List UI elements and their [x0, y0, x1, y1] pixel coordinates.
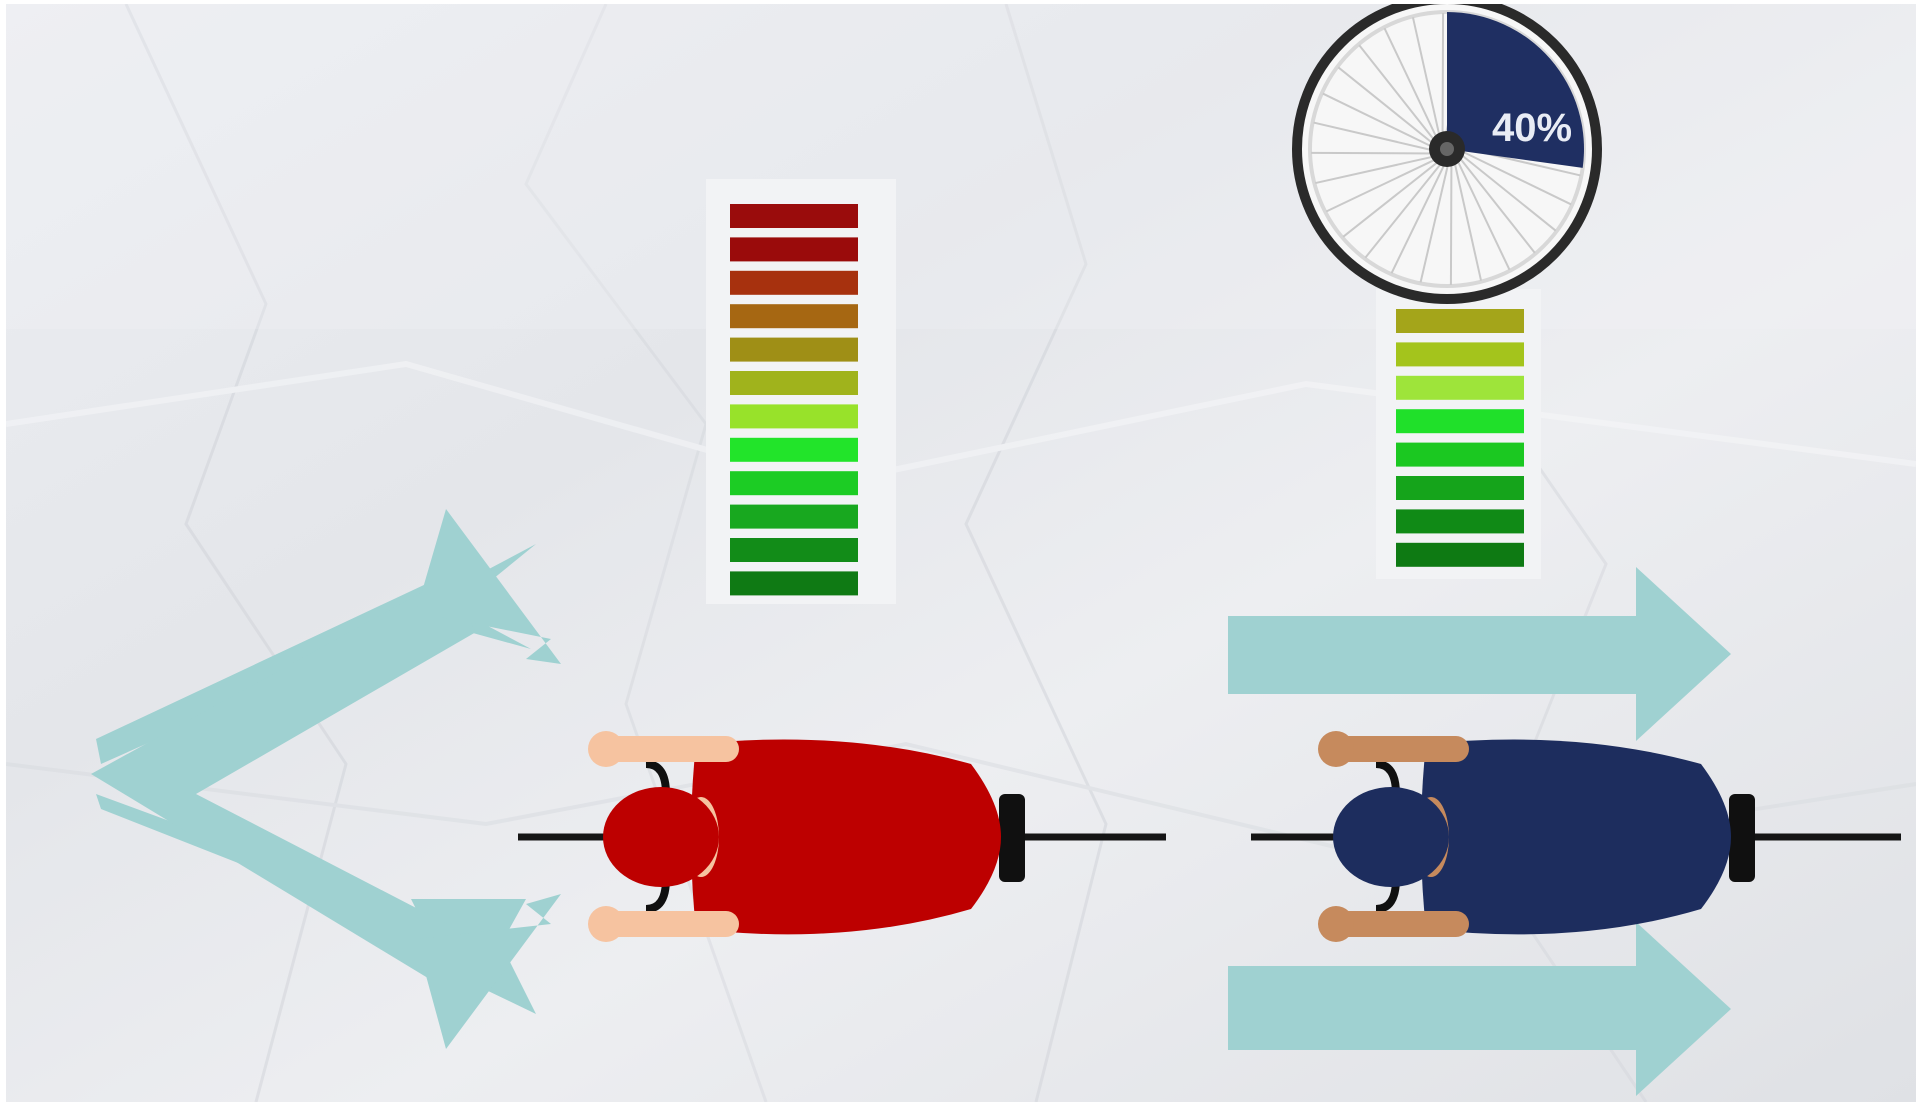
left-saddle — [999, 794, 1025, 882]
meter-bar — [1396, 543, 1524, 567]
meter-bar — [730, 404, 858, 428]
meter-bar — [1396, 376, 1524, 400]
right-hand-top — [1318, 731, 1354, 767]
meter-bar — [1396, 309, 1524, 333]
meter-bar — [730, 505, 858, 529]
right-saddle — [1729, 794, 1755, 882]
right-jersey — [1421, 740, 1731, 935]
paper-band — [6, 4, 1916, 329]
scene-frame: 40% — [6, 4, 1916, 1102]
meter-bar — [1396, 509, 1524, 533]
meter-bar — [730, 304, 858, 328]
left-hand-top — [588, 731, 624, 767]
meter-bar — [730, 237, 858, 261]
meter-bar — [730, 271, 858, 295]
meter-bar — [730, 371, 858, 395]
right-level-meter — [1376, 289, 1541, 579]
left-helmet — [603, 787, 719, 887]
left-jersey — [691, 740, 1001, 935]
gauge-percent-label: 40% — [1492, 106, 1572, 150]
wheel-spoke — [1311, 153, 1436, 154]
cycling-illustration: 40% — [6, 4, 1916, 1102]
meter-bar — [730, 204, 858, 228]
meter-bar — [730, 338, 858, 362]
wheel-hub-center — [1440, 142, 1454, 156]
left-hand-bottom — [588, 906, 624, 942]
meter-bar — [730, 538, 858, 562]
meter-bar — [1396, 409, 1524, 433]
wheel-gauge: 40% — [1297, 4, 1597, 299]
meter-bar — [730, 438, 858, 462]
meter-bar — [1396, 342, 1524, 366]
right-hand-bottom — [1318, 906, 1354, 942]
meter-bar — [730, 471, 858, 495]
wheel-spoke — [1451, 160, 1452, 285]
wheel-spoke — [1443, 13, 1444, 138]
meter-bar — [1396, 476, 1524, 500]
meter-bar — [1396, 443, 1524, 467]
right-helmet — [1333, 787, 1449, 887]
meter-bar — [730, 571, 858, 595]
left-level-meter — [706, 179, 896, 604]
